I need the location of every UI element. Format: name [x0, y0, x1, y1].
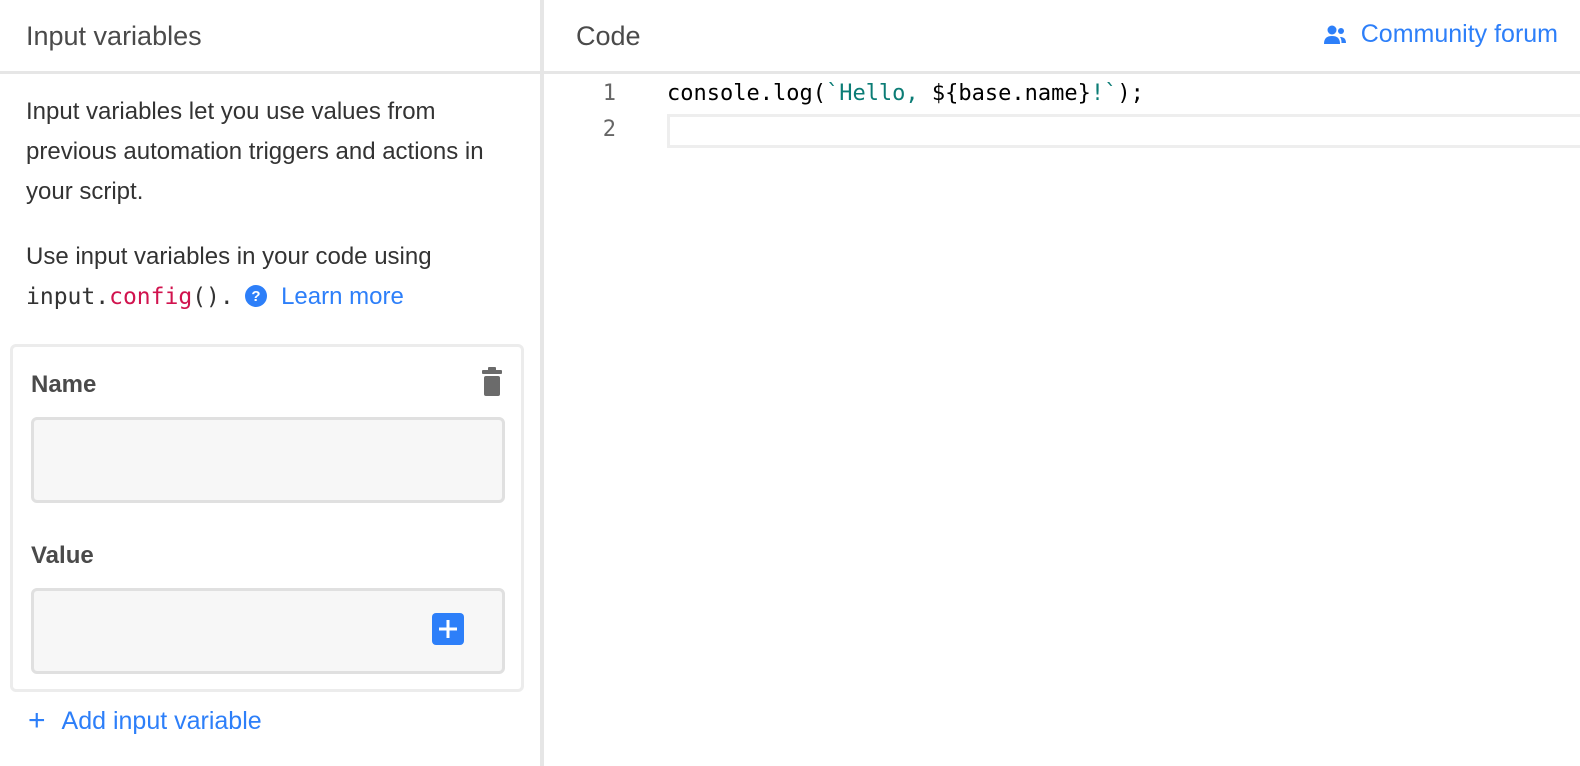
line-number: 2 — [602, 117, 616, 142]
code-editor[interactable]: 1 console.log(`Hello, ${base.name}!`); 2 — [544, 74, 1580, 766]
usage-text: Use input variables in your code using — [26, 243, 432, 270]
code-interpolation: ${base.name} — [931, 81, 1091, 106]
code-token: console.log( — [667, 81, 826, 106]
community-forum-link[interactable]: Community forum — [1323, 20, 1558, 49]
community-forum-label: Community forum — [1360, 20, 1558, 48]
users-icon — [1323, 25, 1346, 44]
code-token: ); — [1117, 81, 1144, 106]
svg-text:?: ? — [252, 288, 261, 305]
trash-icon[interactable] — [481, 367, 503, 402]
add-input-variable-button[interactable]: + Add input variable — [28, 706, 262, 736]
input-variables-usage: Use input variables in your code using i… — [26, 237, 526, 321]
code-line: 2 — [544, 112, 1580, 148]
plus-icon — [439, 620, 457, 638]
line-number: 1 — [602, 81, 616, 106]
help-icon[interactable]: ? — [244, 281, 268, 321]
input-variables-header: Input variables — [0, 0, 540, 72]
code-header: Code Community forum — [544, 0, 1580, 72]
input-variables-panel: Input variables Input variables let you … — [0, 0, 540, 766]
input-variable-card: Name Value — [10, 344, 524, 692]
code-line: 1 console.log(`Hello, ${base.name}!`); — [544, 76, 1580, 112]
code-text: console.log(`Hello, ${base.name}!`); — [667, 76, 1144, 112]
input-variables-title: Input variables — [26, 20, 202, 51]
input-variables-intro: Input variables let you use values from … — [26, 98, 484, 205]
usage-code: input.config(). — [26, 284, 234, 310]
header-divider — [0, 71, 540, 74]
header-divider — [544, 71, 1580, 74]
plus-icon: + — [28, 704, 46, 737]
name-field[interactable] — [31, 417, 505, 503]
code-method: config — [109, 284, 193, 310]
active-line-highlight — [667, 114, 1580, 148]
code-string: `Hello, — [825, 81, 932, 106]
pane-resize-handle[interactable] — [540, 0, 544, 766]
code-suffix: (). — [192, 284, 234, 310]
add-value-button[interactable] — [432, 613, 464, 645]
code-title: Code — [576, 20, 641, 51]
learn-more-link[interactable]: Learn more — [281, 283, 404, 310]
value-label: Value — [31, 542, 94, 569]
code-object: input. — [26, 284, 110, 310]
add-input-variable-label: Add input variable — [61, 706, 262, 735]
value-field[interactable] — [31, 588, 505, 674]
code-string: !` — [1090, 81, 1118, 106]
name-label: Name — [31, 371, 97, 398]
